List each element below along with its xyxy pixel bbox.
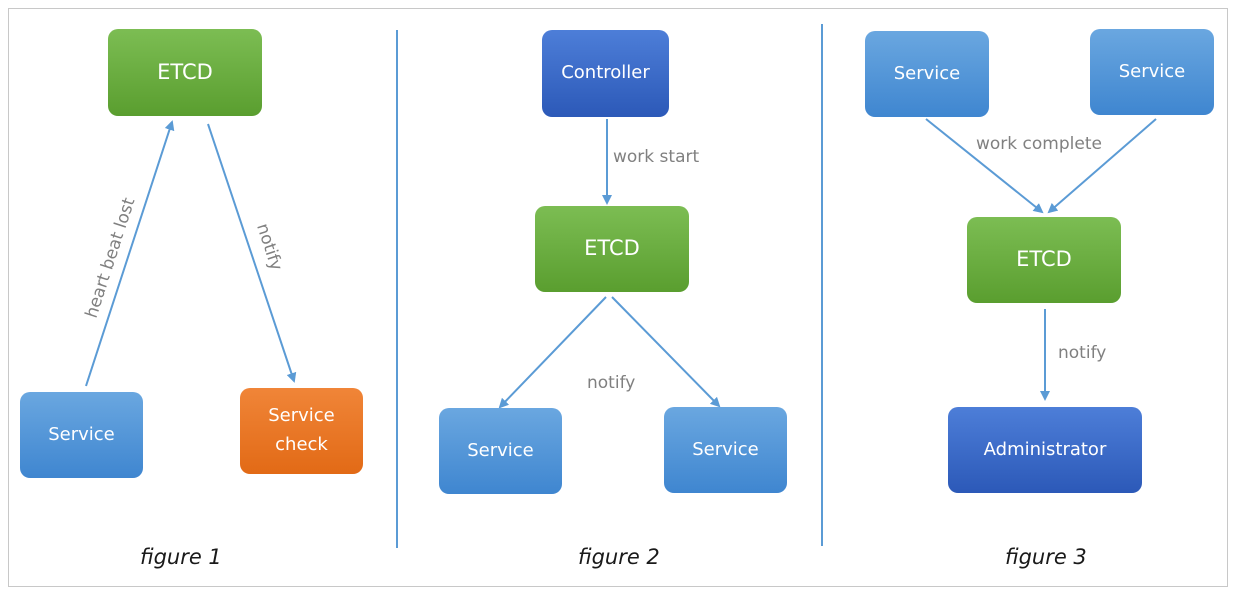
arrow-notify-right (611, 296, 721, 408)
fig2-controller-label: Controller (561, 62, 650, 84)
fig3-service-right-label: Service (1118, 60, 1186, 82)
fig1-caption: figure 1 (140, 545, 222, 569)
fig2-etcd-node: ETCD (535, 206, 689, 292)
fig2-etcd-label: ETCD (584, 236, 640, 261)
arrow-heartbeat-lost (85, 120, 175, 387)
arrow-work-complete-right (1047, 118, 1157, 214)
fig3-administrator-label: Administrator (983, 438, 1107, 460)
divider-left (396, 30, 398, 548)
fig3-service-left-label: Service (893, 62, 961, 84)
arrow-work-complete-left (925, 118, 1044, 214)
fig1-etcd-node: ETCD (108, 29, 262, 116)
fig2-service-left-label: Service (467, 439, 534, 461)
fig3-notify-label: notify (1058, 343, 1107, 363)
divider-right (821, 24, 823, 546)
fig1-service-node: Service (20, 392, 143, 478)
fig3-etcd-label: ETCD (1016, 247, 1072, 272)
arrow-notify-fig1 (207, 123, 297, 383)
diagram-frame (8, 8, 1228, 587)
fig1-service-check-line2: check (275, 434, 328, 455)
fig3-administrator-node: Administrator (948, 407, 1142, 493)
fig2-caption: figure 2 (578, 545, 660, 569)
fig3-caption: figure 3 (1005, 545, 1087, 569)
fig1-service-label: Service (48, 423, 115, 445)
fig2-notify-label: notify (587, 373, 636, 393)
fig2-service-left-node: Service (439, 408, 562, 494)
fig3-work-complete-label: work complete (976, 134, 1102, 154)
fig1-service-check-node: Service check (240, 388, 363, 474)
fig2-service-right-node: Service (664, 407, 787, 493)
fig1-etcd-label: ETCD (157, 59, 213, 84)
fig2-service-right-label: Service (692, 438, 759, 460)
fig2-controller-node: Controller (542, 30, 669, 117)
fig1-service-check-line1: Service (268, 405, 335, 427)
fig3-service-left-node: Service (865, 31, 989, 117)
fig3-service-right-node: Service (1090, 29, 1214, 115)
fig3-etcd-node: ETCD (967, 217, 1121, 303)
fig2-work-start-label: work start (613, 147, 700, 167)
arrow-notify-left (498, 296, 607, 409)
